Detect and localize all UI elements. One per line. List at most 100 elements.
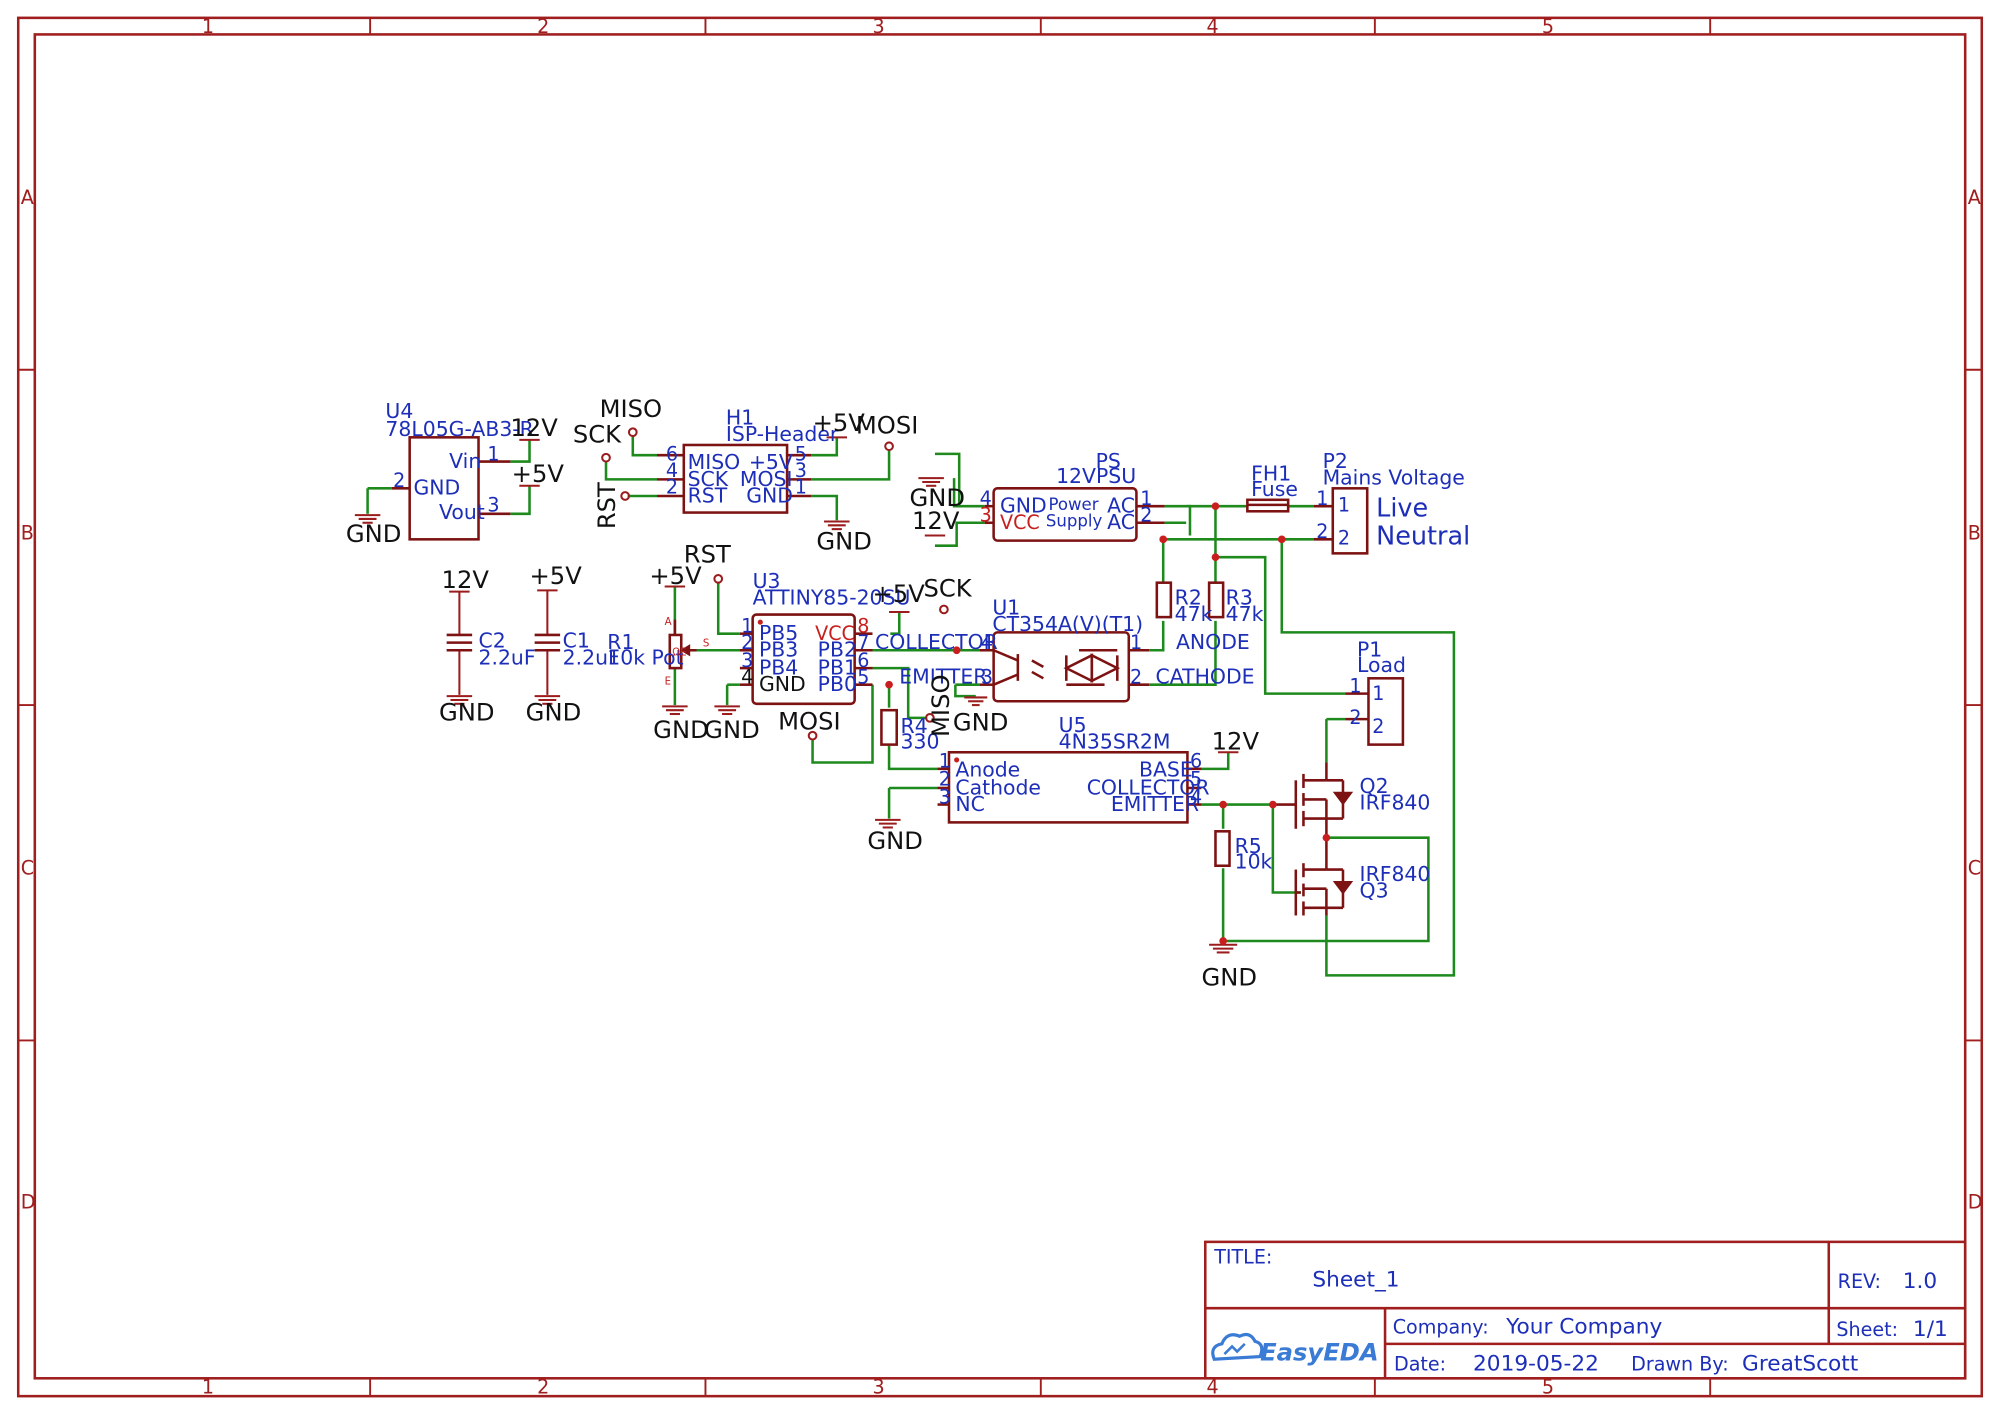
u1-value: CT354A(V)(T1): [992, 612, 1143, 636]
r4-ref: R4: [901, 714, 928, 738]
ruler-row-c-right: C: [1968, 857, 1981, 880]
u5-pin-emitter: EMITTER: [1111, 792, 1199, 816]
u4-pin-vin: Vin: [449, 449, 481, 473]
net-gnd-c2: GND: [439, 698, 495, 726]
p1-load-connector: P1 Load 1 2 1 2: [1349, 638, 1406, 739]
h1-ref: H1: [726, 406, 754, 430]
u3-pin-pb1: PB1: [818, 655, 857, 679]
ps-pin1-number: 1: [1140, 487, 1152, 510]
sheet-label: Sheet:: [1836, 1318, 1898, 1341]
date-value: 2019-05-22: [1473, 1352, 1599, 1377]
p2-ref: P2: [1323, 449, 1348, 473]
u5-pin3-number: 3: [939, 785, 951, 808]
u4-pin-vout: Vout: [439, 500, 485, 524]
r1-body-text: ΩE: [672, 647, 686, 658]
u3-pin5-number: 5: [857, 665, 869, 688]
q2-value: IRF840: [1360, 791, 1431, 815]
u4-pin3-number: 3: [487, 493, 499, 516]
u5-pin-anode: Anode: [955, 757, 1020, 781]
u3-pin-gnd: GND: [759, 672, 806, 696]
r2-resistor: R2 47k: [1175, 585, 1213, 626]
c2-value: 2.2uF: [479, 645, 536, 669]
drawn-by-label: Drawn By:: [1631, 1353, 1729, 1376]
net-miso-u3: MISO: [927, 674, 955, 736]
p2-mains-connector: P2 Mains Voltage 1 2 1 2 Live Neutral: [1316, 449, 1470, 552]
u5-pin2-number: 2: [939, 767, 951, 790]
u1-label-emitter: EMITTER: [899, 664, 987, 688]
u5-pin5-number: 5: [1190, 767, 1202, 790]
u3-ref: U3: [753, 569, 781, 593]
ruler-row-b-right: B: [1968, 521, 1981, 544]
u4-pin-gnd: GND: [413, 476, 460, 500]
ruler-row-d: D: [21, 1191, 36, 1214]
r1-ref: R1: [607, 630, 634, 654]
u3-pin6-number: 6: [857, 649, 869, 672]
q3-mosfet: IRF840 Q3: [1360, 862, 1431, 903]
p1-pin1-number-inside: 1: [1372, 682, 1384, 705]
ps-pin-gnd: GND: [1000, 494, 1047, 518]
u1-label-collector: COLLECTOR: [875, 630, 998, 654]
h1-pin-mosi: MOSI: [740, 467, 793, 491]
p1-pin1-number: 1: [1349, 674, 1361, 697]
net-5v-h1: +5V: [813, 409, 866, 437]
u3-pin3-number: 3: [741, 649, 753, 672]
u3-pin-pb2: PB2: [818, 638, 857, 662]
ruler-col-3: 3: [872, 15, 884, 38]
r1-pin-a: A: [665, 617, 672, 628]
p1-pin2-number: 2: [1349, 706, 1361, 729]
net-gnd-u5: GND: [867, 827, 923, 855]
h1-pin-5v: +5V: [749, 450, 793, 474]
ps-pin4-number: 4: [980, 487, 992, 510]
u3-pin-vcc: VCC: [815, 622, 855, 645]
rev-value: 1.0: [1903, 1269, 1937, 1294]
ruler-labels: 1 2 3 4 5 1 2 3 4 5 A B C D A B C D: [21, 15, 1983, 1398]
r4-value: 330: [901, 729, 940, 753]
fh1-value: Fuse: [1251, 477, 1298, 501]
net-mosi-h1: MOSI: [856, 412, 918, 440]
ps-pin-ac2: AC: [1107, 510, 1135, 534]
p2-neutral-label: Neutral: [1376, 521, 1470, 551]
u4-pin2-number: 2: [393, 469, 405, 492]
ps-ref: PS: [1096, 449, 1121, 473]
r3-value: 47k: [1226, 602, 1264, 626]
title-label: TITLE:: [1213, 1246, 1272, 1269]
net-gnd-ps: GND: [909, 484, 965, 512]
u3-pin-pb0: PB0: [818, 672, 857, 696]
junctions: [757, 502, 1331, 945]
u3-pin8-number: 8: [857, 614, 869, 637]
rev-label: REV:: [1838, 1270, 1881, 1293]
u4-value: 78L05G-AB3-R: [385, 417, 533, 441]
c1-value: 2.2uF: [563, 645, 620, 669]
net-rst-h1: RST: [593, 482, 621, 529]
ruler-col-5-bottom: 5: [1542, 1376, 1554, 1399]
u1-pin3-number: 3: [981, 665, 993, 688]
sheet-value: 1/1: [1913, 1317, 1948, 1342]
r3-resistor: R3 47k: [1226, 585, 1264, 626]
u4-pin1-number: 1: [487, 442, 499, 465]
h1-pin-gnd: GND: [746, 483, 793, 507]
u5-value: 4N35SR2M: [1059, 729, 1171, 753]
h1-pin4-number: 4: [666, 459, 678, 482]
h1-pin6-number: 6: [666, 442, 678, 465]
ps-center-line2: Supply: [1046, 512, 1103, 531]
component-bodies: [391, 436, 1405, 916]
h1-pin-sck: SCK: [688, 467, 729, 491]
ruler-col-5: 5: [1542, 15, 1554, 38]
u1-pin2-number: 2: [1130, 665, 1142, 688]
net-12v-u5: 12V: [1212, 728, 1260, 756]
p1-pin2-number-inside: 2: [1372, 715, 1384, 738]
ps-pin-ac1: AC: [1107, 494, 1135, 518]
u5-pin-collector: COLLECTOR: [1087, 775, 1210, 799]
u3-attiny85: U3 ATTINY85-20SU PB5 PB3 PB4 GND VCC PB2…: [741, 569, 910, 696]
r3-ref: R3: [1226, 585, 1253, 609]
r1-pin-s: S: [703, 638, 709, 649]
ps-center-line1: Power: [1048, 495, 1098, 514]
net-12v-c2: 12V: [442, 566, 490, 594]
r4-resistor: R4 330: [901, 714, 940, 753]
net-sck-h1: SCK: [573, 420, 622, 448]
sheet-frame: [16, 16, 1984, 1398]
u3-pin7-number: 7: [857, 631, 869, 654]
h1-pin-rst: RST: [688, 483, 728, 507]
u5-pin-base: BASE: [1139, 757, 1193, 781]
r1-value: 10k Pot: [607, 645, 683, 669]
